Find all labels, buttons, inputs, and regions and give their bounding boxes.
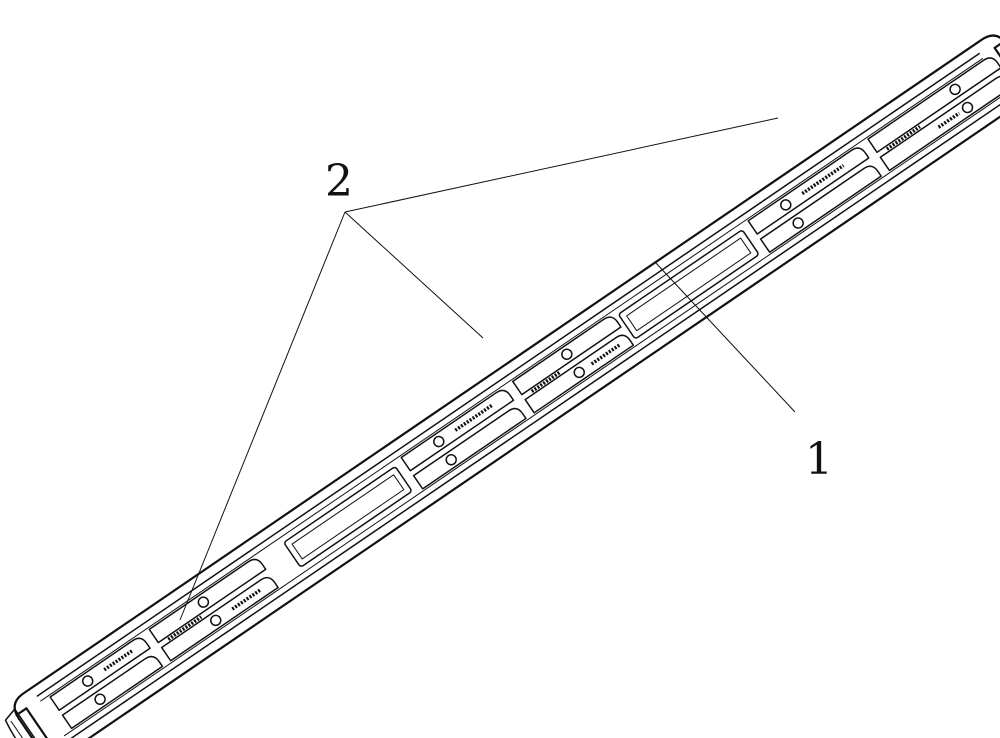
clip-cluster-left	[49, 558, 279, 730]
clip-cluster-middle	[400, 316, 635, 490]
leader-2-lower	[179, 211, 346, 621]
leader-lines	[179, 117, 796, 621]
rail-body	[4, 34, 1000, 738]
leader-1	[654, 261, 796, 413]
end-cap-left	[4, 707, 54, 738]
clip-cluster-right	[747, 57, 1000, 253]
leader-2-upper	[344, 117, 779, 213]
label-part-2: 2	[325, 156, 353, 207]
channel-windows	[284, 230, 759, 567]
leader-2-middle	[344, 211, 484, 339]
label-part-1: 1	[805, 434, 833, 485]
